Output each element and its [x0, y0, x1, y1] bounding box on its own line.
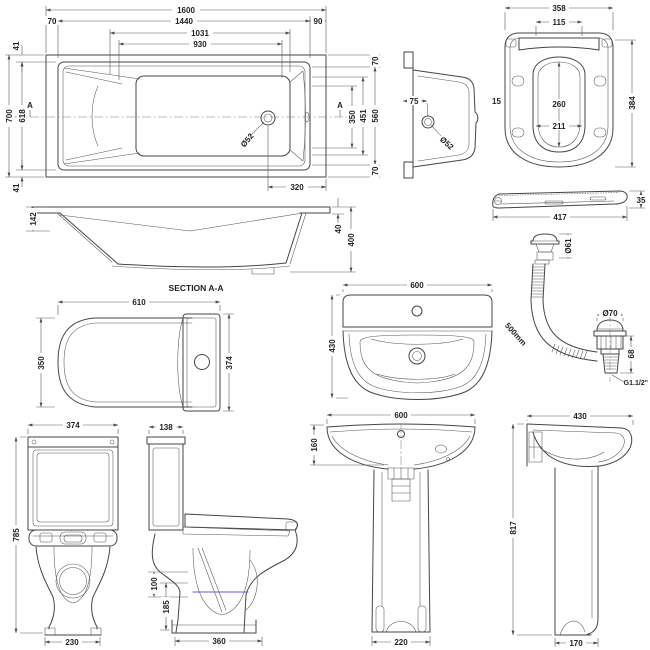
- dim-basin-pedestal-depth: 170: [569, 639, 583, 648]
- dim-wc-front-height: 785: [12, 528, 21, 542]
- bath-waste-dimensions: Ø61 500mm Ø70 68 G1.1/2": [501, 233, 648, 387]
- basin-plan-view: 600 430: [327, 280, 493, 400]
- bath-waste-outline: [530, 233, 627, 374]
- dim-basin-bowl-depth: 160: [310, 438, 319, 452]
- dim-seat-opening-width: 211: [553, 122, 566, 131]
- wc-front-outline: [27, 436, 119, 636]
- seat-plan-view: 358 115 384 260 211: [504, 3, 637, 168]
- basin-front-dimensions: 600 160 220: [309, 410, 476, 647]
- dim-bath-mid-width: 451: [359, 109, 368, 123]
- dim-basin-front-width: 600: [394, 411, 408, 420]
- seat-side-outline: [492, 190, 628, 209]
- dim-bath-end-offset-right: 90: [314, 17, 323, 26]
- dim-seat-hinge-centres: 115: [553, 18, 566, 27]
- dim-wc-front-width: 374: [66, 421, 80, 430]
- section-title: SECTION A-A: [169, 283, 224, 293]
- basin-plan-dimensions: 600 430: [327, 280, 493, 399]
- wc-plan-view: 610 350 374: [36, 297, 234, 412]
- dim-bath-overall-length: 1600: [177, 6, 195, 15]
- dim-wc-trap-height: 100: [150, 577, 159, 591]
- dim-wc-bowl-width: 350: [37, 356, 46, 370]
- dim-waste-body-height: 68: [627, 349, 636, 358]
- bath-section-view: 142 40 400 SECTION A-A: [26, 198, 356, 293]
- dim-section-overall-depth: 400: [347, 233, 356, 247]
- wc-front-view: 374 785 230: [11, 420, 119, 647]
- dim-basin-side-height: 817: [509, 521, 518, 535]
- dim-seat-overall-width: 358: [552, 4, 566, 13]
- dim-waste-thread: G1.1/2": [624, 380, 648, 387]
- bath-plan-view: 1600 70 1440 90 1031 930 700 618 41 41 7…: [4, 5, 380, 192]
- dim-bath-rim-right-top: 70: [371, 56, 380, 65]
- dim-basin-plan-depth: 430: [328, 339, 337, 353]
- wc-front-dimensions: 374 785 230: [11, 420, 119, 647]
- dim-bath-floor-length: 930: [193, 40, 207, 49]
- seat-side-dimensions: 417 35: [492, 190, 648, 222]
- dim-wc-cistern-depth: 138: [159, 423, 173, 432]
- basin-front-outline: [326, 423, 476, 633]
- bath-plan-outline: [45, 54, 327, 178]
- dim-wc-cistern-width: 374: [225, 356, 234, 370]
- dim-bath-waste-dia: Ø52: [239, 131, 256, 149]
- dim-wc-front-base: 230: [65, 638, 79, 647]
- dim-bath-floor-width: 350: [348, 110, 357, 124]
- bath-section-dimensions: 142 40 400 SECTION A-A: [26, 198, 356, 293]
- dim-bath-inner-width: 618: [18, 109, 27, 123]
- wc-plan-dimensions: 610 350 374: [36, 297, 234, 412]
- bath-waste-view: Ø61 500mm Ø70 68 G1.1/2": [501, 233, 648, 387]
- dim-seat-side-length: 417: [553, 213, 567, 222]
- seat-side-view: 417 35: [492, 190, 648, 222]
- dim-basin-plan-width: 600: [410, 281, 424, 290]
- dim-hose-length: 500mm: [503, 321, 528, 348]
- dim-end-waste-center: 75: [410, 97, 419, 106]
- basin-side-view: 430 817 170: [508, 411, 634, 648]
- wc-side-dimensions: 138 100 185 360: [148, 422, 263, 646]
- basin-plan-outline: [342, 294, 493, 400]
- dim-bath-waste-offset: 320: [290, 183, 304, 192]
- section-marker-right: A: [337, 101, 343, 110]
- seat-plan-dimensions: 358 115 384 260 211: [504, 3, 637, 168]
- basin-side-dimensions: 430 817 170: [508, 411, 634, 648]
- dim-wc-overall-depth: 610: [132, 298, 146, 307]
- dim-basin-side-depth: 430: [573, 412, 587, 421]
- dim-end-note: 15: [492, 97, 501, 106]
- dim-bath-rim-right-bottom: 70: [371, 166, 380, 175]
- basin-side-outline: [526, 423, 633, 636]
- basin-front-view: 600 160 220: [309, 410, 476, 647]
- dim-seat-opening-depth: 260: [552, 100, 566, 109]
- wc-side-outline: [146, 436, 299, 634]
- dim-section-rim-height: 40: [334, 224, 343, 233]
- dim-overflow-dia: Ø61: [564, 238, 573, 254]
- dim-section-rim-depth: 142: [29, 212, 38, 226]
- dim-bath-overall-width: 700: [5, 109, 14, 123]
- dim-bath-ledge-length: 1031: [191, 29, 209, 38]
- dim-bath-rim-bottom: 41: [12, 183, 21, 192]
- bath-end-view: 75 Ø52 15: [402, 51, 501, 179]
- dim-seat-side-thickness: 35: [637, 196, 646, 205]
- bath-end-outline: [403, 51, 479, 179]
- dim-basin-pedestal-width: 220: [394, 638, 408, 647]
- dim-bath-inner-length: 1440: [175, 17, 193, 26]
- dim-wc-base-depth: 360: [212, 637, 226, 646]
- dim-bath-rim-top: 41: [12, 41, 21, 50]
- dim-bath-inner-width-right: 560: [371, 109, 380, 123]
- dim-bath-end-offset-left: 70: [48, 17, 57, 26]
- bath-end-dimensions: 75 Ø52 15: [402, 96, 501, 152]
- dim-end-waste-dia: Ø52: [438, 135, 456, 152]
- dim-plug-dia: Ø70: [602, 309, 618, 318]
- dim-seat-overall-depth: 384: [628, 96, 637, 110]
- bath-plan-dimensions: 1600 70 1440 90 1031 930 700 618 41 41 7…: [4, 5, 380, 192]
- wc-plan-outline: [57, 313, 221, 412]
- seat-plan-outline: [504, 32, 614, 168]
- wc-side-view: 138 100 185 360: [146, 422, 299, 646]
- section-marker-left: A: [27, 101, 33, 110]
- dim-wc-inlet-height: 185: [162, 600, 171, 614]
- bath-section-outline: [31, 206, 331, 275]
